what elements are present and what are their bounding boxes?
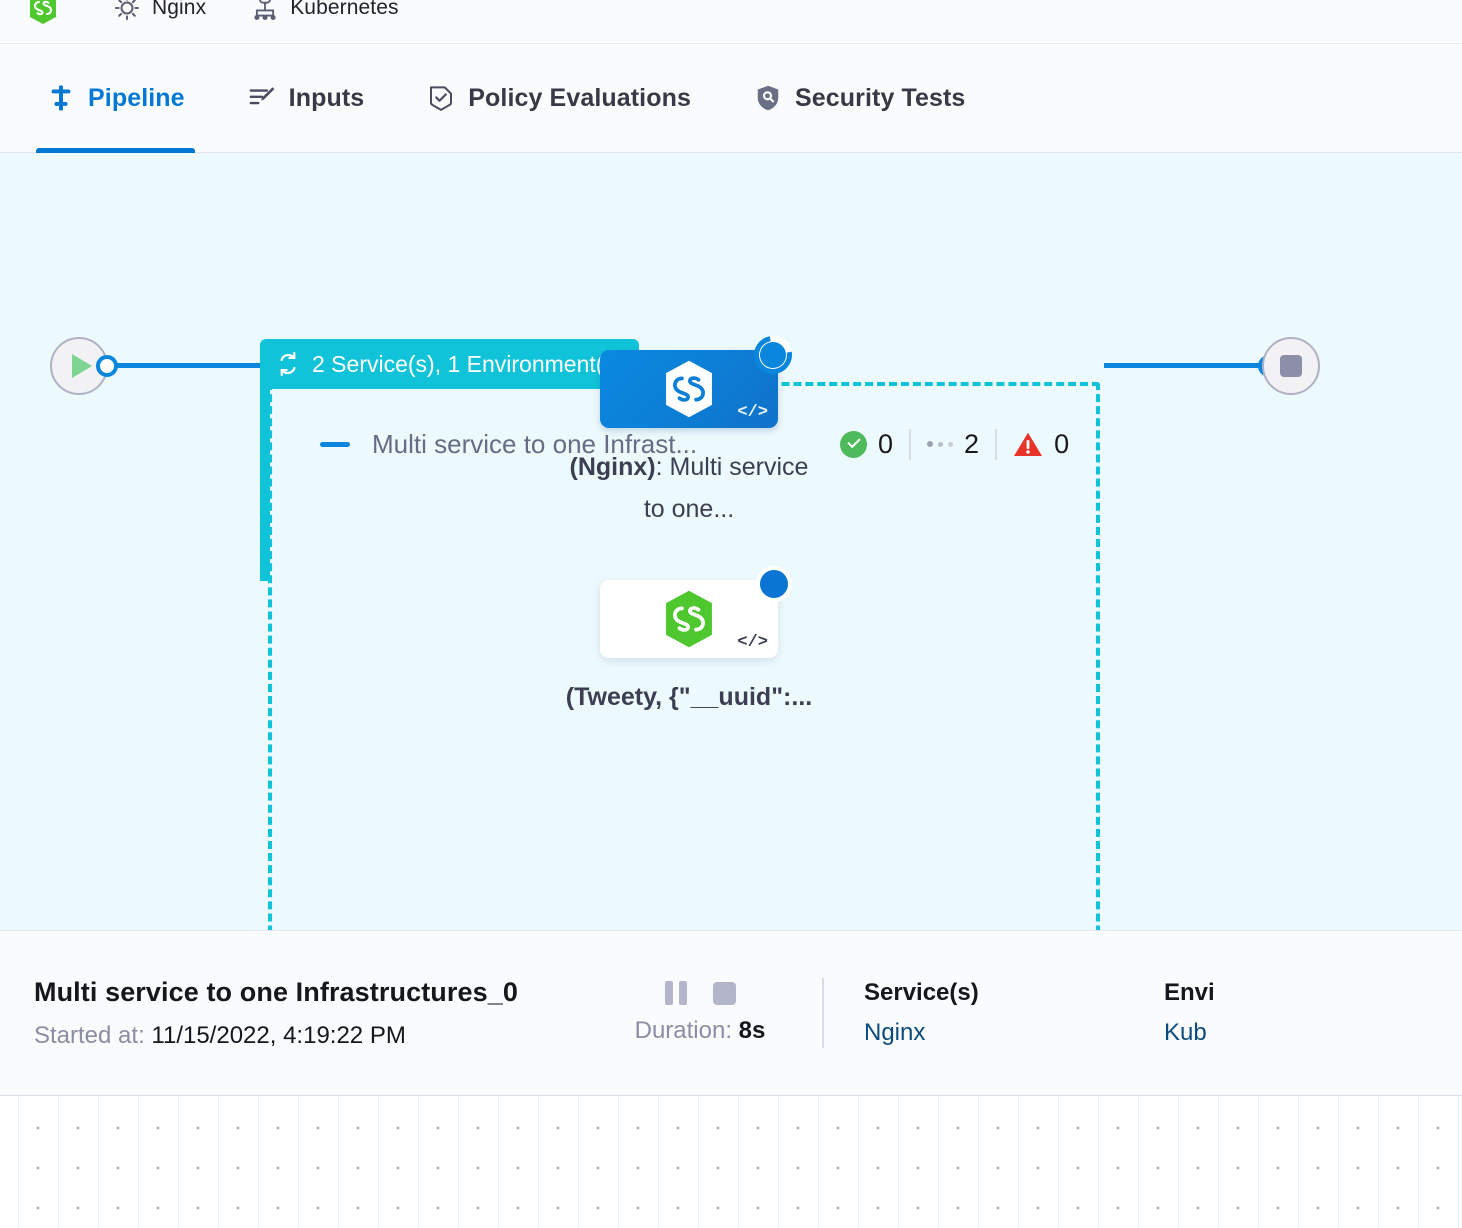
stop-icon xyxy=(1280,355,1302,377)
policy-shield-check-icon xyxy=(430,86,453,111)
tab-policy-evaluations[interactable]: Policy Evaluations xyxy=(416,44,701,153)
end-node[interactable] xyxy=(1262,337,1320,395)
tab-security-tests[interactable]: Security Tests xyxy=(743,44,975,153)
duration-label: Duration: xyxy=(634,1017,732,1044)
node-nginx-label-bold: (Nginx) xyxy=(569,453,656,481)
warning-triangle-icon xyxy=(1014,432,1043,456)
stage-title: Multi service to one Infrast... xyxy=(372,428,698,459)
node-tweety-label-bold: (Tweety, {"__uuid":... xyxy=(565,683,813,711)
code-icon: </> xyxy=(737,403,768,422)
code-icon: </> xyxy=(737,633,768,652)
status-failed: 0 xyxy=(995,428,1085,460)
harness-hexagon-logo-icon xyxy=(30,0,56,24)
check-circle-icon xyxy=(840,430,867,458)
status-success: 0 xyxy=(840,429,909,460)
kubernetes-icon xyxy=(254,0,276,20)
collapse-toggle-icon[interactable] xyxy=(320,441,350,447)
log-canvas-grid xyxy=(0,1096,1462,1228)
inputs-icon xyxy=(249,87,275,105)
status-success-count: 0 xyxy=(878,428,894,459)
stage-group-rail xyxy=(260,385,270,581)
execution-title: Multi service to one Infrastructures_0 xyxy=(34,976,518,1007)
dots-icon xyxy=(927,441,954,447)
stage-header-row: Multi service to one Infrast... 0 2 xyxy=(320,421,1069,467)
started-at-label: Started at: xyxy=(34,1021,145,1049)
edge-group-to-end xyxy=(1104,363,1266,368)
pipeline-icon xyxy=(51,85,71,111)
tab-label-pipeline: Pipeline xyxy=(88,83,185,112)
stage-group-header[interactable]: 2 Service(s), 1 Environment(s) xyxy=(260,339,639,389)
tab-label-inputs: Inputs xyxy=(288,83,365,112)
spinner-badge-icon xyxy=(746,328,800,382)
duration-row: Duration: 8s xyxy=(635,1017,766,1045)
harness-hexagon-logo-icon xyxy=(666,360,712,418)
node-nginx-card[interactable]: </> xyxy=(600,328,800,428)
breadcrumb: Nginx Kubernetes xyxy=(0,0,1462,44)
services-value-link[interactable]: Nginx xyxy=(864,1019,926,1046)
loop-repeat-icon xyxy=(280,351,296,377)
breadcrumb-item-harness[interactable] xyxy=(28,0,68,25)
node-tweety[interactable]: </> (Tweety, {"__uuid":... xyxy=(566,566,819,718)
stop-button[interactable] xyxy=(712,981,736,1005)
gear-icon xyxy=(115,0,139,20)
environments-heading: Envi xyxy=(1164,979,1215,1006)
panel-divider xyxy=(822,978,824,1048)
breadcrumb-label-nginx: Nginx xyxy=(152,0,207,19)
pause-button[interactable] xyxy=(664,981,687,1005)
started-at-value: 11/15/2022, 4:19:22 PM xyxy=(151,1021,406,1049)
execution-controls-block: Duration: 8s xyxy=(600,981,800,1045)
environments-column: Envi Kub xyxy=(1164,979,1215,1047)
pipeline-canvas[interactable]: 2 Service(s), 1 Environment(s) Multi ser… xyxy=(0,153,1462,930)
node-nginx-label: (Nginx): Multi service to one... xyxy=(559,446,819,530)
services-column: Service(s) Nginx xyxy=(864,979,1164,1047)
stage-group-label: 2 Service(s), 1 Environment(s) xyxy=(312,350,623,377)
dot-badge-icon xyxy=(756,566,792,602)
security-shield-icon xyxy=(757,85,779,111)
tab-inputs[interactable]: Inputs xyxy=(237,44,375,153)
status-running: 2 xyxy=(909,428,995,460)
edge-start-to-group xyxy=(114,363,262,368)
services-heading: Service(s) xyxy=(864,979,979,1006)
node-nginx[interactable]: </> (Nginx): Multi service to one... xyxy=(570,328,819,530)
harness-hexagon-logo-icon xyxy=(666,590,712,648)
execution-started-row: Started at: 11/15/2022, 4:19:22 PM xyxy=(34,1022,600,1050)
tab-label-security-tests: Security Tests xyxy=(794,83,966,112)
play-icon xyxy=(71,354,92,378)
node-nginx-label-rest: : Multi service to one... xyxy=(643,453,809,523)
tab-pipeline[interactable]: Pipeline xyxy=(36,44,195,153)
execution-info-panel: Multi service to one Infrastructures_0 S… xyxy=(0,930,1462,1096)
breadcrumb-item-nginx[interactable]: Nginx xyxy=(112,0,206,23)
breadcrumb-label-kubernetes: Kubernetes xyxy=(290,0,399,19)
node-tweety-card[interactable]: </> xyxy=(600,566,792,658)
node-tweety-label: (Tweety, {"__uuid":... xyxy=(559,676,819,718)
duration-value: 8s xyxy=(738,1017,766,1044)
execution-controls xyxy=(664,981,736,1005)
tab-label-policy-evaluations: Policy Evaluations xyxy=(468,83,691,112)
tab-bar: Pipeline Inputs Policy Evaluations xyxy=(0,44,1462,153)
execution-summary: Multi service to one Infrastructures_0 S… xyxy=(34,977,600,1050)
environments-value-link[interactable]: Kub xyxy=(1164,1019,1207,1046)
status-failed-count: 0 xyxy=(1054,428,1070,459)
status-running-count: 2 xyxy=(964,428,980,459)
breadcrumb-item-kubernetes[interactable]: Kubernetes xyxy=(250,0,399,23)
stage-status-cluster: 0 2 0 xyxy=(840,423,1085,465)
